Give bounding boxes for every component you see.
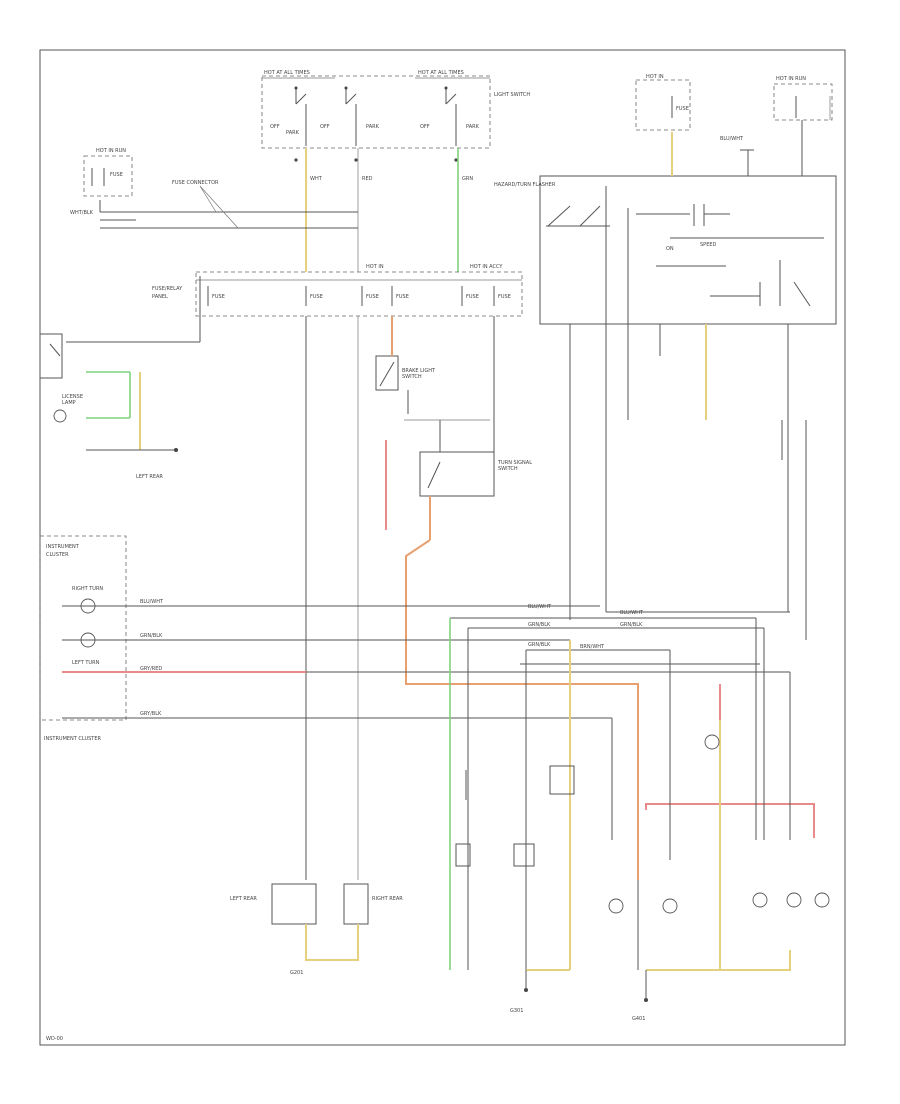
wht-blk-label-left: WHT/BLK <box>70 210 94 216</box>
svg-text:FUSE: FUSE <box>676 106 689 112</box>
svg-text:FUSE: FUSE <box>396 294 409 300</box>
page-id: WD-00 <box>46 1036 63 1042</box>
hazard-flasher-module: HAZARD/TURN FLASHER ON SPEED <box>494 175 837 325</box>
ground-g301-label: G301 <box>510 1008 523 1014</box>
svg-text:OFF: OFF <box>320 124 330 130</box>
svg-text:FUSE: FUSE <box>366 294 379 300</box>
rear-lamp-icon-4 <box>814 892 830 908</box>
svg-text:GRN: GRN <box>462 176 473 182</box>
svg-text:BLU/WHT: BLU/WHT <box>528 604 552 610</box>
svg-text:SWITCH: SWITCH <box>402 374 422 380</box>
svg-text:GRY/BLK: GRY/BLK <box>140 711 162 717</box>
light-switch-label: LIGHT SWITCH <box>494 92 530 98</box>
svg-text:GRY/RED: GRY/RED <box>140 666 162 672</box>
svg-text:FUSE CONNECTOR: FUSE CONNECTOR <box>172 180 219 186</box>
hazard-label: HAZARD/TURN FLASHER <box>494 182 556 188</box>
svg-text:SWITCH: SWITCH <box>498 466 518 472</box>
svg-text:OFF: OFF <box>270 124 280 130</box>
svg-text:WHT: WHT <box>310 176 323 182</box>
svg-text:RIGHT REAR: RIGHT REAR <box>372 896 403 902</box>
diagram-frame <box>39 49 846 1046</box>
ground-wire-left <box>305 924 359 961</box>
svg-text:FUSE: FUSE <box>212 294 225 300</box>
ground-g201-label: G201 <box>290 970 303 976</box>
top-right-fuse: HOT IN HOT IN RUN FUSE BLU/WHT <box>635 74 833 176</box>
ground-g401-label: G401 <box>632 1016 645 1022</box>
svg-text:HOT IN: HOT IN <box>646 74 664 80</box>
svg-text:FUSE: FUSE <box>310 294 323 300</box>
blu-wht-label: BLU/WHT <box>140 599 164 605</box>
svg-text:INSTRUMENT: INSTRUMENT <box>46 544 80 550</box>
ignition-switch-box <box>261 75 491 149</box>
svg-text:RIGHT TURN: RIGHT TURN <box>72 586 103 592</box>
svg-text:BLU/WHT: BLU/WHT <box>620 610 644 616</box>
svg-text:FUSE: FUSE <box>498 294 511 300</box>
front-lamp-icon-right <box>662 898 678 914</box>
hot-run-label: HOT IN RUN <box>96 148 126 154</box>
svg-text:LEFT TURN: LEFT TURN <box>72 660 100 666</box>
orange-wire-main <box>405 539 639 880</box>
svg-text:SPEED: SPEED <box>700 242 717 248</box>
svg-text:BRN/WHT: BRN/WHT <box>580 644 605 650</box>
svg-text:GRN/BLK: GRN/BLK <box>620 622 643 628</box>
svg-text:CLUSTER: CLUSTER <box>46 552 69 558</box>
red-wire-right <box>645 803 815 838</box>
svg-text:ON: ON <box>666 246 674 252</box>
svg-text:RED: RED <box>362 176 373 182</box>
svg-text:GRN/BLK: GRN/BLK <box>528 622 551 628</box>
svg-text:HOT IN ACCY: HOT IN ACCY <box>470 264 503 270</box>
svg-text:OFF: OFF <box>420 124 430 130</box>
svg-text:FUSE: FUSE <box>110 172 123 178</box>
svg-text:FUSE/RELAY: FUSE/RELAY <box>152 286 183 292</box>
hazard-flasher-box <box>539 175 837 325</box>
svg-text:HOT IN RUN: HOT IN RUN <box>776 76 806 82</box>
grn-blk-label: GRN/BLK <box>140 633 163 639</box>
svg-text:PARK: PARK <box>286 130 300 136</box>
svg-text:BLU/WHT: BLU/WHT <box>720 136 744 142</box>
svg-text:LEFT REAR: LEFT REAR <box>230 896 257 902</box>
rear-lamp-icon-2 <box>752 892 768 908</box>
left-fuse-box <box>83 155 133 197</box>
svg-text:BRAKE LIGHT: BRAKE LIGHT <box>402 368 436 374</box>
svg-text:LAMP: LAMP <box>62 400 76 406</box>
lower-lamps: LEFT REAR RIGHT REAR <box>230 734 830 925</box>
left-fuse-block: HOT IN RUN FUSE FUSE CONNECTOR WHT/BLK <box>70 148 246 229</box>
svg-text:GRN/BLK: GRN/BLK <box>528 642 551 648</box>
hot-all-label-1: HOT AT ALL TIMES <box>264 70 310 76</box>
svg-text:LICENSE: LICENSE <box>62 394 83 400</box>
rear-lamp-icon-3 <box>786 892 802 908</box>
rear-lamp-icon-1 <box>704 734 720 750</box>
hot-all-label-2: HOT AT ALL TIMES <box>418 70 464 76</box>
instrument-cluster-box <box>39 535 127 721</box>
svg-text:TURN SIGNAL: TURN SIGNAL <box>497 460 532 466</box>
fuse-group: FUSE FUSE FUSE FUSE FUSE FUSE <box>207 286 511 306</box>
svg-text:PARK: PARK <box>466 124 480 130</box>
svg-text:FUSE: FUSE <box>466 294 479 300</box>
svg-text:LEFT REAR: LEFT REAR <box>136 474 163 480</box>
instrument-cluster: INSTRUMENT CLUSTER INSTRUMENT CLUSTER RIG… <box>39 535 127 742</box>
svg-text:HOT IN: HOT IN <box>366 264 384 270</box>
fuse-panel: FUSE/RELAY PANEL HOT IN HOT IN ACCY FUSE… <box>152 264 523 317</box>
lamp-icon-left <box>53 409 67 423</box>
svg-text:PARK: PARK <box>366 124 380 130</box>
svg-text:PANEL: PANEL <box>152 294 168 300</box>
top-switch-block: HOT AT ALL TIMES HOT AT ALL TIMES LIGHT … <box>261 70 530 162</box>
inst-cluster-label: INSTRUMENT CLUSTER <box>44 736 102 742</box>
fuse-panel-box <box>195 271 523 317</box>
front-lamp-icon-left <box>608 898 624 914</box>
